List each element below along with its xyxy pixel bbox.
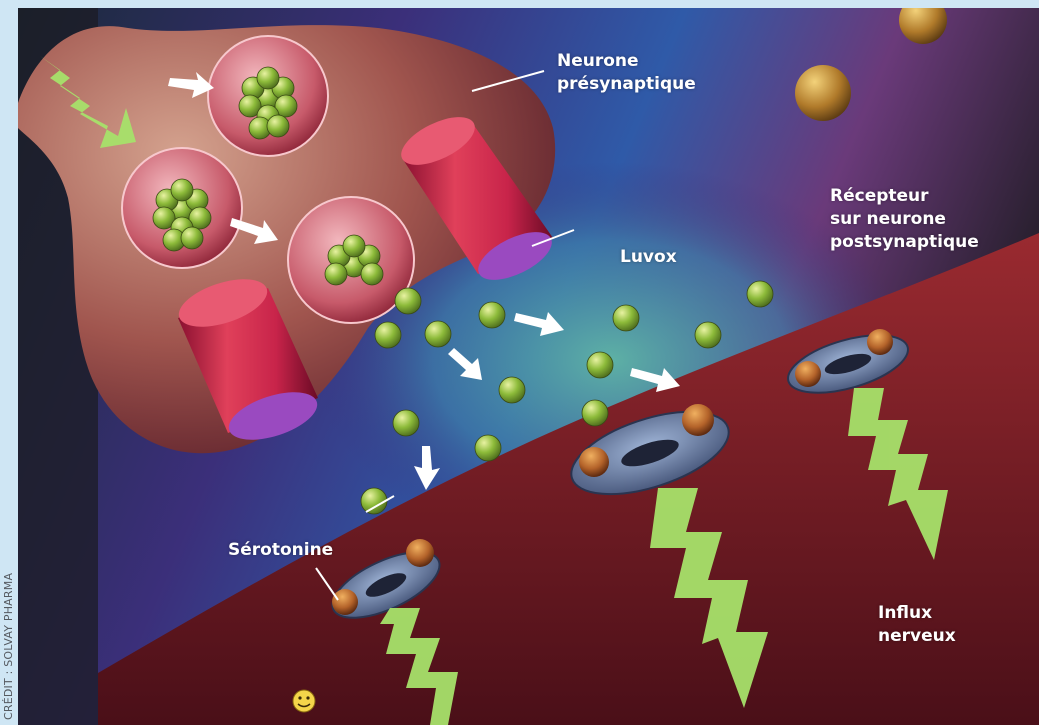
serotonin-molecule bbox=[425, 321, 451, 347]
nerve-impulse-label: Influx nerveux bbox=[878, 602, 956, 648]
serotonin-molecule bbox=[475, 435, 501, 461]
serotonin-molecule bbox=[343, 235, 365, 257]
serotonin-molecule bbox=[267, 115, 289, 137]
serotonin-molecule bbox=[393, 410, 419, 436]
serotonin-molecule bbox=[499, 377, 525, 403]
serotonin-molecule bbox=[587, 352, 613, 378]
serotonin-molecule bbox=[613, 305, 639, 331]
serotonin-molecule bbox=[361, 488, 387, 514]
serotonin-molecule bbox=[747, 281, 773, 307]
presynaptic-neuron-label: Neurone présynaptique bbox=[557, 50, 696, 96]
serotonin-molecule bbox=[325, 263, 347, 285]
serotonin-molecule bbox=[582, 400, 608, 426]
serotonin-molecule bbox=[395, 288, 421, 314]
photo-credit: CRÉDIT : SOLVAY PHARMA bbox=[2, 573, 15, 720]
postsynaptic-receptor-label: Récepteur sur neurone postsynaptique bbox=[830, 185, 979, 254]
serotonin-molecule bbox=[257, 67, 279, 89]
luvox-label: Luvox bbox=[620, 246, 677, 269]
serotonin-label: Sérotonine bbox=[228, 539, 333, 562]
serotonin-molecule bbox=[695, 322, 721, 348]
serotonin-molecule bbox=[375, 322, 401, 348]
serotonin-molecule bbox=[171, 179, 193, 201]
serotonin-molecule bbox=[181, 227, 203, 249]
serotonin-molecule bbox=[361, 263, 383, 285]
serotonin-molecule bbox=[479, 302, 505, 328]
